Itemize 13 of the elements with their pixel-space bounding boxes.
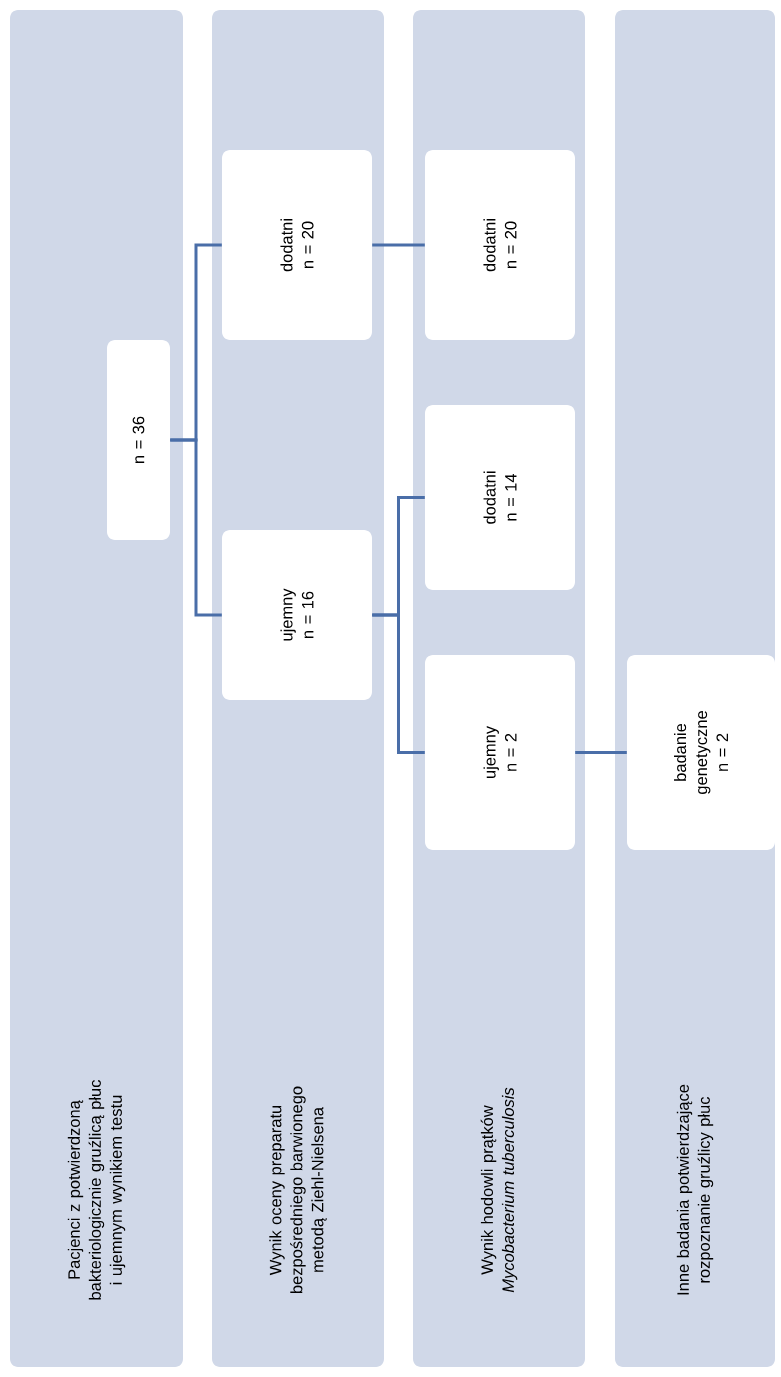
result-box: dodatni n = 20 (222, 150, 372, 340)
result-box: ujemny n = 2 (425, 655, 575, 850)
result-box: ujemny n = 16 (222, 530, 372, 700)
node-label: n = 2 (716, 733, 728, 771)
node-label: badanie genetyczne (674, 711, 711, 794)
connector-line (575, 751, 627, 754)
connector-line (372, 243, 425, 247)
connector-line (170, 438, 222, 617)
result-box: dodatni n = 14 (425, 405, 575, 590)
connector-line (372, 613, 425, 754)
result-box: n = 36 (107, 340, 170, 540)
result-box: badanie genetyczne n = 2 (627, 655, 775, 850)
result-box: dodatni n = 20 (425, 150, 575, 340)
